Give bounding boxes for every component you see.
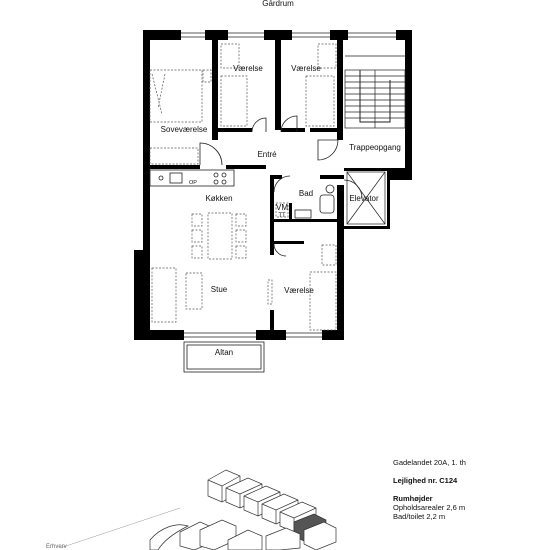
site-key-plan [59,469,337,550]
oven-label: OP [189,180,197,186]
apartment-number: Lejlighed nr. C124 [393,476,458,485]
room-label-koekken: Køkken [205,194,232,203]
staircase [344,55,406,129]
door-swings [199,115,363,257]
room-label-sovevaerelse: Soveværelse [161,125,208,134]
address-text: Gadelandet 20A, 1. th [393,458,466,467]
room-label-tt: TT [278,213,286,219]
room-heights-living: Opholdsarealer 2,6 m [393,503,466,512]
room-label-elevator: Elevator [349,194,379,203]
room-label-trappeopgang: Trappeopgang [349,143,401,152]
room-label-vaerelse-3: Værelse [284,286,314,295]
kitchen-counter [149,169,235,187]
room-label-altan: Altan [215,348,233,357]
room-label-vaerelse-2: Værelse [291,64,321,73]
bathroom-fixtures [294,184,335,219]
exterior-walls [134,30,412,340]
room-label-vaerelse-1: Værelse [233,64,263,73]
room-label-stue: Stue [211,285,228,294]
room-label-bad: Bad [299,189,313,198]
balcony [183,341,265,373]
room-heights-title: Rumhøjder [393,494,433,503]
elevator-shaft [346,171,386,225]
interior-walls [150,40,390,330]
street-label: Erhverv [46,544,67,550]
room-heights-bath: Bad/toilet 2,2 m [393,512,446,521]
courtyard-label: Gårdrum [262,0,294,8]
room-label-vm: VM [276,203,288,212]
room-label-entre: Entré [257,150,277,159]
windows [181,32,396,338]
furniture [149,43,337,331]
